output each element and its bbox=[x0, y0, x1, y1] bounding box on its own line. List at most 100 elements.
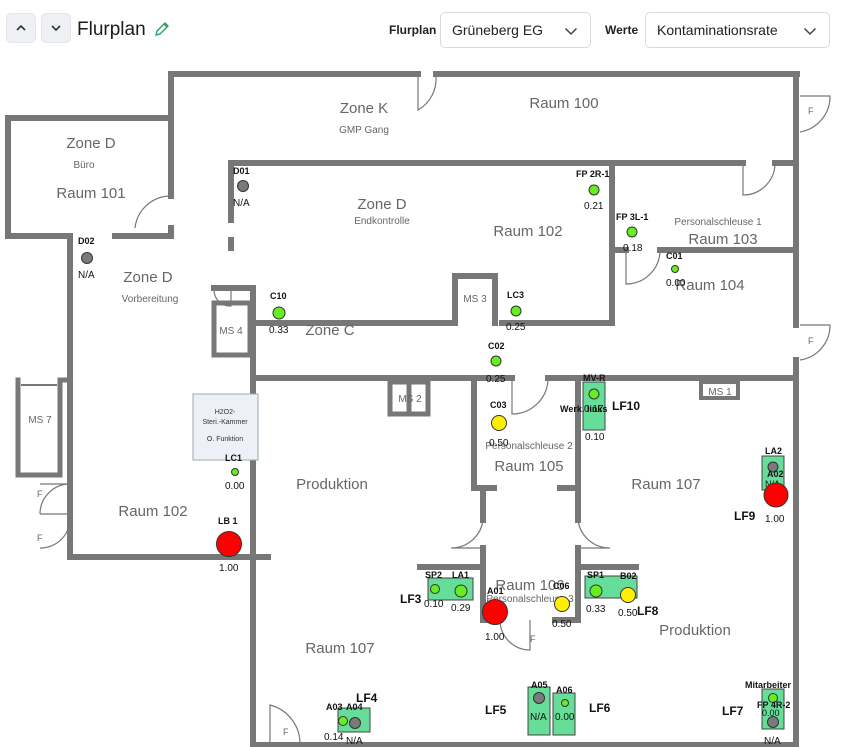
sensor-gray[interactable] bbox=[533, 692, 545, 704]
svg-text:SP1: SP1 bbox=[587, 570, 604, 580]
room-sublabel: Personalschleuse 1 bbox=[674, 217, 762, 228]
svg-text:LA1: LA1 bbox=[452, 570, 469, 580]
sensor-gray[interactable] bbox=[349, 717, 361, 729]
svg-text:N/A: N/A bbox=[78, 270, 95, 281]
svg-text:0.10: 0.10 bbox=[424, 599, 444, 610]
svg-text:1.00: 1.00 bbox=[219, 563, 239, 574]
move-down-button[interactable] bbox=[41, 13, 71, 43]
svg-text:0.14: 0.14 bbox=[324, 732, 344, 743]
svg-text:F: F bbox=[808, 106, 814, 116]
sensor-green[interactable] bbox=[626, 226, 638, 238]
svg-text:Mitarbeiter: Mitarbeiter bbox=[745, 680, 792, 690]
svg-text:N/A: N/A bbox=[346, 736, 363, 747]
svg-text:F: F bbox=[808, 336, 814, 346]
svg-text:1.00: 1.00 bbox=[765, 514, 785, 525]
zone-sublabel: Endkontrolle bbox=[354, 216, 410, 227]
svg-text:F: F bbox=[37, 489, 43, 499]
svg-text:0.50: 0.50 bbox=[552, 619, 572, 630]
zone-sublabel: GMP Gang bbox=[339, 125, 389, 136]
room-sublabel: Personalschleuse 2 bbox=[485, 441, 573, 452]
sensor-green[interactable] bbox=[490, 355, 502, 367]
sensor-gray[interactable] bbox=[237, 180, 249, 192]
svg-text:0.00: 0.00 bbox=[762, 708, 780, 718]
svg-text:LC1: LC1 bbox=[225, 453, 242, 463]
svg-text:0.00: 0.00 bbox=[555, 712, 575, 723]
floorplan-label: Flurplan bbox=[389, 23, 437, 37]
svg-text:Steri.-Kammer: Steri.-Kammer bbox=[202, 419, 248, 426]
svg-text:0.33: 0.33 bbox=[269, 325, 289, 336]
sensor-green[interactable] bbox=[768, 693, 778, 703]
svg-text:O. Funktion: O. Funktion bbox=[207, 436, 243, 443]
svg-text:0.10: 0.10 bbox=[585, 432, 605, 443]
svg-text:0.25: 0.25 bbox=[486, 374, 506, 385]
room-labels: Zone K GMP Gang Raum 100 Zone D Büro Rau… bbox=[28, 95, 762, 657]
doors bbox=[39, 74, 831, 746]
svg-text:0.00: 0.00 bbox=[666, 278, 686, 289]
svg-text:LA2: LA2 bbox=[765, 446, 782, 456]
svg-text:FP 3L-1: FP 3L-1 bbox=[616, 212, 648, 222]
sensor-green[interactable] bbox=[231, 468, 239, 476]
room-label: Raum 103 bbox=[688, 231, 757, 248]
sensor-red[interactable] bbox=[763, 482, 789, 508]
sensor-green[interactable] bbox=[589, 584, 603, 598]
svg-text:H2O2-: H2O2- bbox=[215, 409, 236, 416]
sensor-green[interactable] bbox=[561, 699, 569, 707]
ms-label: MS 1 bbox=[708, 387, 732, 398]
room-label: Raum 106 bbox=[495, 577, 564, 594]
sensor-green[interactable] bbox=[454, 584, 468, 598]
svg-text:C03: C03 bbox=[490, 400, 507, 410]
svg-text:SP2: SP2 bbox=[425, 570, 442, 580]
ms-label: MS 3 bbox=[463, 294, 487, 305]
zone-label: Zone K bbox=[340, 100, 388, 117]
toolbar: Flurplan Flurplan Grüneberg EG Werte Kon… bbox=[0, 0, 842, 62]
walls bbox=[5, 71, 800, 747]
svg-text:0.50: 0.50 bbox=[489, 438, 509, 449]
sensor-green[interactable] bbox=[430, 584, 440, 594]
zone-label: Zone D bbox=[123, 269, 172, 286]
floorplan-select-value: Grüneberg EG bbox=[452, 22, 544, 38]
values-select-value: Kontaminationsrate bbox=[657, 22, 778, 38]
svg-text:0.25: 0.25 bbox=[506, 322, 526, 333]
svg-text:A05: A05 bbox=[531, 680, 548, 690]
zone-label: Zone C bbox=[305, 322, 354, 339]
floorplan-select[interactable]: Grüneberg EG bbox=[440, 12, 591, 48]
room-label: Raum 107 bbox=[631, 476, 700, 493]
sensor-green[interactable] bbox=[510, 305, 522, 317]
svg-text:0.21: 0.21 bbox=[584, 201, 604, 212]
ms-label: MS 4 bbox=[219, 326, 243, 337]
svg-text:A02: A02 bbox=[767, 469, 784, 479]
svg-text:A03: A03 bbox=[326, 702, 343, 712]
sensor-red[interactable] bbox=[482, 599, 508, 625]
sensor-red[interactable] bbox=[216, 531, 242, 557]
room-label: Raum 101 bbox=[56, 185, 125, 202]
svg-text:B02: B02 bbox=[620, 571, 637, 581]
floor-plan: F F F F F F Zone K GMP Gang Raum 100 Zon… bbox=[5, 71, 831, 747]
move-up-button[interactable] bbox=[6, 13, 36, 43]
sensor-green[interactable] bbox=[671, 265, 679, 273]
sensor-gray[interactable] bbox=[81, 252, 93, 264]
svg-text:F: F bbox=[37, 533, 43, 543]
sensor-green[interactable] bbox=[338, 716, 348, 726]
chevron-down-icon bbox=[564, 27, 578, 36]
sensor-green[interactable] bbox=[588, 388, 600, 400]
sensor-gray[interactable] bbox=[767, 716, 779, 728]
sensor-yellow[interactable] bbox=[491, 415, 507, 431]
svg-text:F: F bbox=[530, 634, 536, 644]
svg-text:C06: C06 bbox=[553, 581, 570, 591]
sensor-green[interactable] bbox=[272, 306, 286, 320]
zone-label: Zone D bbox=[66, 135, 115, 152]
svg-text:LF7: LF7 bbox=[722, 704, 744, 718]
pencil-icon[interactable] bbox=[153, 20, 171, 38]
room-label: Produktion bbox=[296, 476, 368, 493]
sensor-yellow[interactable] bbox=[554, 596, 570, 612]
zone-sublabel: Vorbereitung bbox=[122, 294, 179, 305]
sensor-yellow[interactable] bbox=[620, 587, 636, 603]
sensor-gray[interactable] bbox=[767, 461, 779, 473]
svg-text:FP 2R-1: FP 2R-1 bbox=[576, 169, 609, 179]
values-select[interactable]: Kontaminationsrate bbox=[645, 12, 830, 48]
chevron-up-icon bbox=[16, 24, 26, 31]
room-label: Raum 102 bbox=[493, 223, 562, 240]
svg-text:C10: C10 bbox=[270, 291, 287, 301]
sensor-green[interactable] bbox=[588, 184, 600, 196]
svg-text:0.50: 0.50 bbox=[618, 608, 638, 619]
